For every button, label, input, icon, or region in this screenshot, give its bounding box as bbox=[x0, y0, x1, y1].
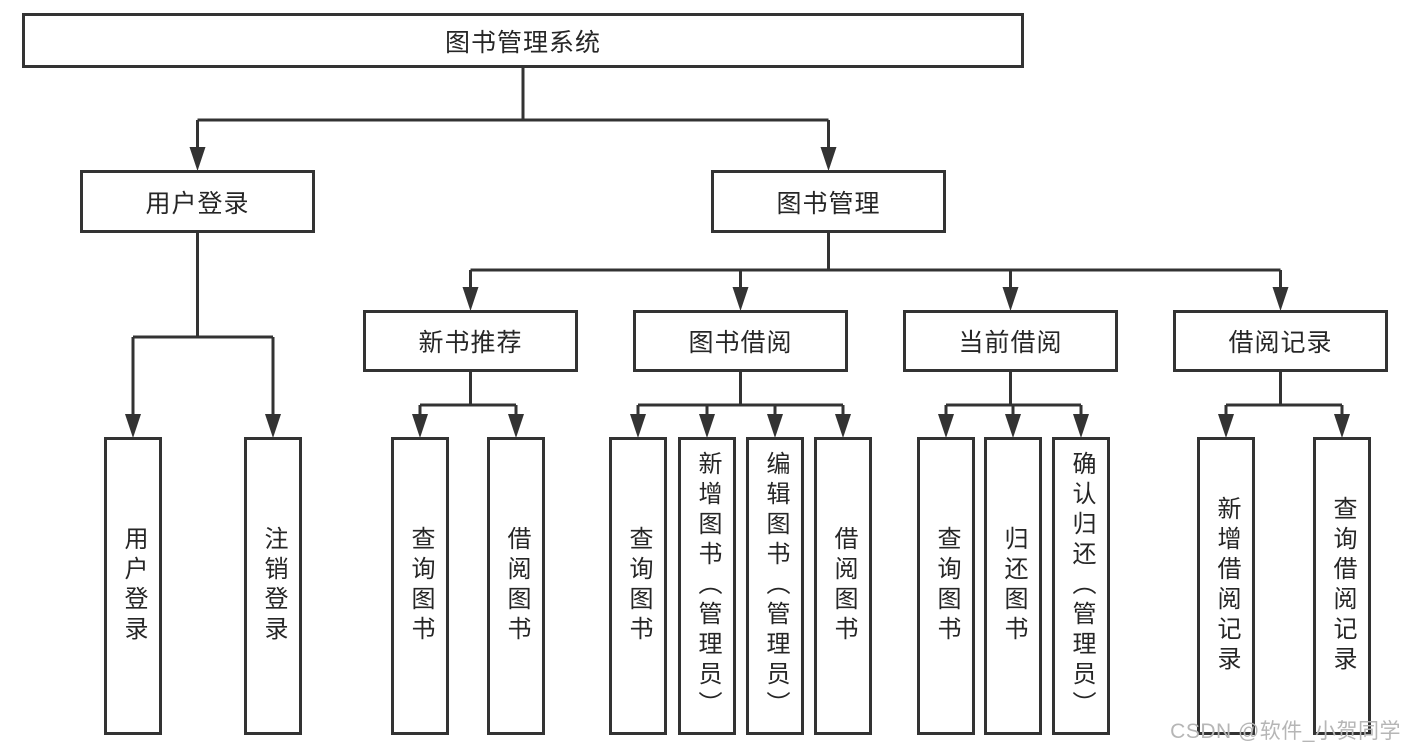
node-user-login: 用户登录 bbox=[80, 170, 315, 233]
leaf-add-borrow-record-label: 新增借阅记录 bbox=[1213, 496, 1240, 676]
leaf-user-login-label: 用户登录 bbox=[120, 526, 147, 646]
leaf-edit-books-admin-label: 编辑图书（管理员） bbox=[762, 451, 789, 721]
node-book-management-label: 图书管理 bbox=[776, 189, 881, 218]
node-book-borrow-label: 图书借阅 bbox=[688, 329, 793, 357]
node-user-login-label: 用户登录 bbox=[145, 189, 250, 218]
leaf-query-books-current-label: 查询图书 bbox=[933, 526, 960, 646]
leaf-edit-books-admin: 编辑图书（管理员） bbox=[746, 437, 804, 735]
node-book-borrow: 图书借阅 bbox=[633, 310, 848, 372]
leaf-query-books-current: 查询图书 bbox=[917, 437, 975, 735]
leaf-add-borrow-record: 新增借阅记录 bbox=[1197, 437, 1255, 735]
leaf-return-books: 归还图书 bbox=[984, 437, 1042, 735]
leaf-logout: 注销登录 bbox=[244, 437, 302, 735]
leaf-borrow-books-label: 借阅图书 bbox=[830, 526, 857, 646]
node-new-book-recommend: 新书推荐 bbox=[363, 310, 578, 372]
node-book-management: 图书管理 bbox=[711, 170, 946, 233]
leaf-query-books-borrow: 查询图书 bbox=[609, 437, 667, 735]
arrowheads bbox=[125, 147, 1350, 438]
leaf-add-books-admin: 新增图书（管理员） bbox=[678, 437, 736, 735]
root-node-label: 图书管理系统 bbox=[444, 28, 601, 57]
leaf-borrow-books-recommend-label: 借阅图书 bbox=[503, 526, 530, 646]
leaf-confirm-return-admin: 确认归还（管理员） bbox=[1052, 437, 1110, 735]
leaf-confirm-return-admin-label: 确认归还（管理员） bbox=[1068, 451, 1095, 721]
leaf-add-books-admin-label: 新增图书（管理员） bbox=[694, 451, 721, 721]
node-borrow-records-label: 借阅记录 bbox=[1228, 329, 1333, 357]
leaf-query-books-borrow-label: 查询图书 bbox=[625, 526, 652, 646]
leaf-query-borrow-record-label: 查询借阅记录 bbox=[1329, 496, 1356, 676]
root-node-library-management-system: 图书管理系统 bbox=[22, 13, 1024, 68]
node-new-book-recommend-label: 新书推荐 bbox=[418, 329, 523, 357]
leaf-logout-label: 注销登录 bbox=[260, 526, 287, 646]
leaf-return-books-label: 归还图书 bbox=[1000, 526, 1027, 646]
leaf-query-borrow-record: 查询借阅记录 bbox=[1313, 437, 1371, 735]
node-current-borrow-label: 当前借阅 bbox=[958, 329, 1063, 357]
leaf-borrow-books: 借阅图书 bbox=[814, 437, 872, 735]
node-borrow-records: 借阅记录 bbox=[1173, 310, 1388, 372]
leaf-query-books-recommend: 查询图书 bbox=[391, 437, 449, 735]
node-current-borrow: 当前借阅 bbox=[903, 310, 1118, 372]
csdn-watermark: CSDN @软件_小贺同学 bbox=[1170, 720, 1401, 743]
leaf-borrow-books-recommend: 借阅图书 bbox=[487, 437, 545, 735]
leaf-user-login: 用户登录 bbox=[104, 437, 162, 735]
leaf-query-books-recommend-label: 查询图书 bbox=[407, 526, 434, 646]
